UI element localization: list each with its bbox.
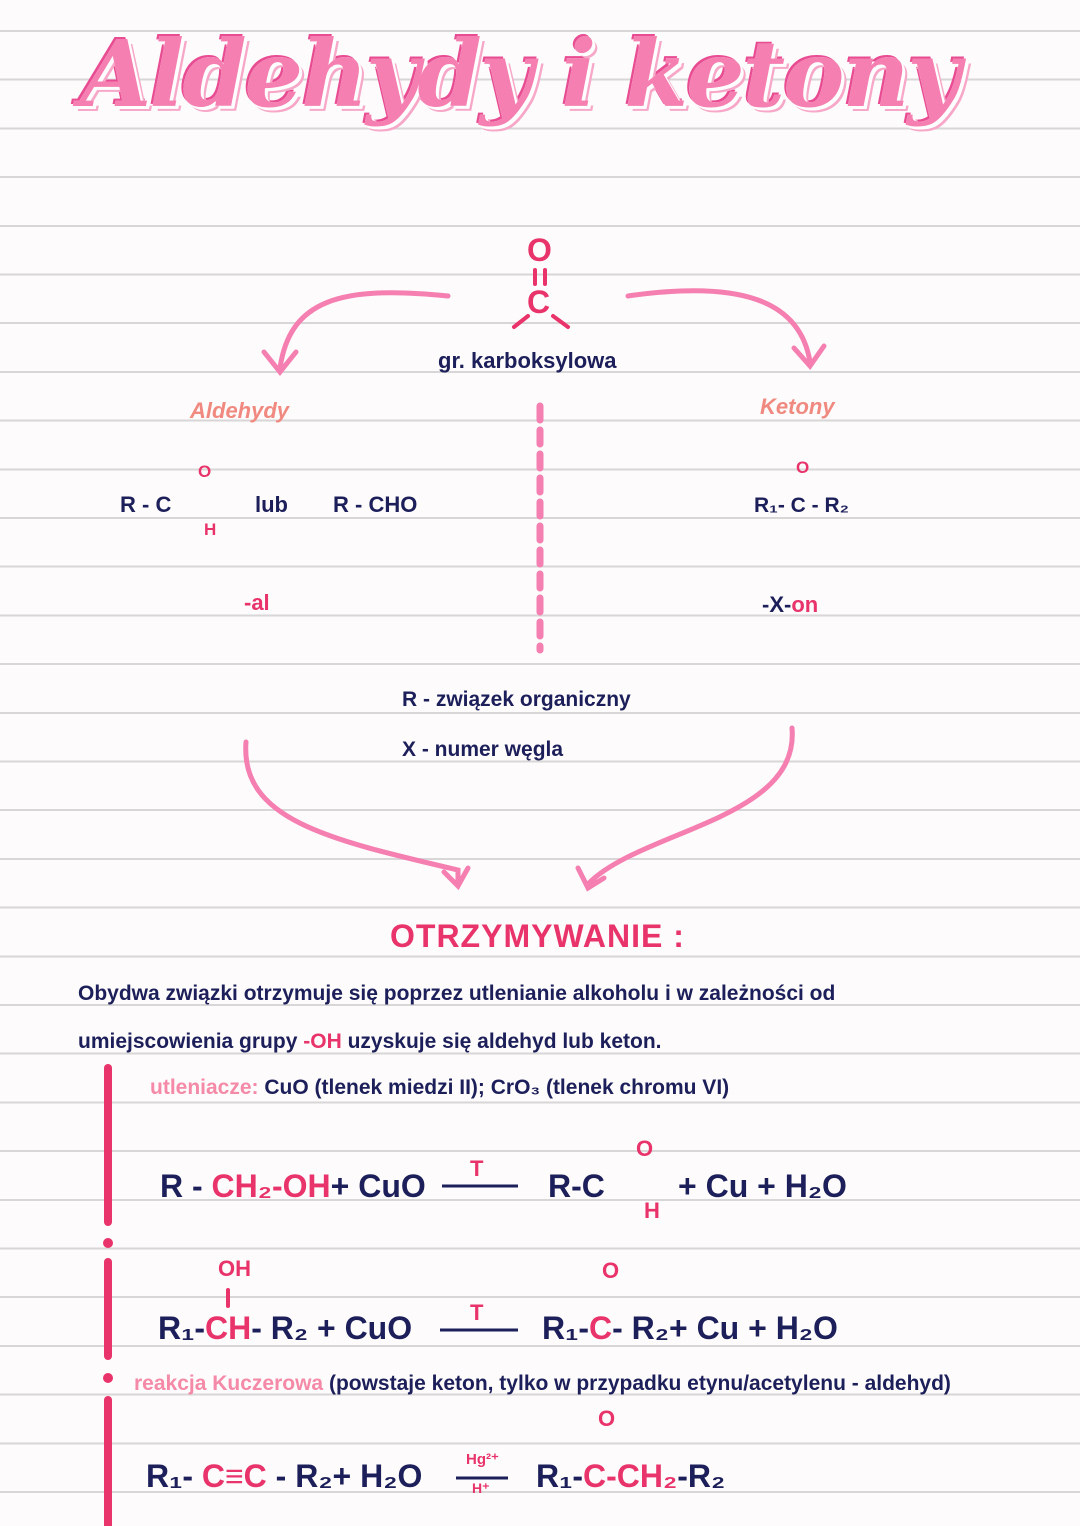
annotation-text: O [602,1258,620,1283]
aldehyde-formula: R - C [120,492,172,517]
intro-line-2: umiejscowienia grupy -OH uzyskuje się al… [78,1030,662,1054]
legend-r: R - związek organiczny [402,688,631,711]
formula-part: C≡C [201,1458,267,1494]
arrow-left-top [261,290,451,377]
annotation-text: R-C [548,1168,605,1205]
annotation-text: lub [255,492,288,517]
formula-part: - R₂+ H₂O [275,1458,423,1494]
carbonyl-label: gr. karboksylowa [438,348,617,373]
formula-part: C-CH₂ [583,1458,678,1494]
formula-part: R-C [548,1168,605,1204]
formula-part: -OH [303,1030,342,1053]
formula-part: on [791,592,819,617]
ketone-formula: R₁- C - R₂ [754,494,850,517]
intro-line-1: Obydwa związki otrzymuje się poprzez utl… [78,982,836,1005]
page-title: Aldehydy i ketony [80,20,961,128]
arrow-right-bottom [575,725,795,892]
formula-part: - R₂ + CuO [251,1310,413,1346]
annotation-text: H [644,1198,660,1223]
formula-part: (powstaje keton, tylko w przypadku etynu… [328,1372,951,1395]
reaction-1-lhs: R - CH₂-OH+ CuO [160,1168,426,1205]
formula-part: -X- [762,592,792,617]
formula-part: reakcja Kuczerowa [134,1372,324,1395]
carbonyl-carbon: C [527,284,551,320]
aldehydes-heading: Aldehydy [190,398,290,423]
formula-part: C [589,1310,613,1346]
kucherov-note: reakcja Kuczerowa (powstaje keton, tylko… [134,1372,951,1396]
formula-part: R₁- [158,1310,205,1346]
arrow-right-top [625,288,827,371]
annotation-text: O [796,458,810,477]
annotation-text: Hg²⁺ [466,1451,499,1468]
formula-part: utleniacze: [150,1076,259,1099]
formula-part: CH [205,1310,252,1346]
formula-part: R - [160,1168,203,1204]
formula-part: + CuO [330,1168,426,1204]
section-heading: OTRZYMYWANIE : [390,918,685,954]
formula-part: R₁- [146,1458,193,1494]
arrow-left-bottom [243,739,471,891]
reaction-2-product: R₁-C- R₂+ Cu + H₂O [542,1310,838,1347]
formula-part: CuO (tlenek miedzi II); CrO₃ (tlenek chr… [264,1076,730,1099]
reaction-3-product: R₁-C-CH₂-R₂ [536,1458,725,1495]
aldehyde-formula-short: R - CHO [333,492,418,517]
formula-part: umiejscowienia grupy [78,1030,298,1053]
reaction-3-lhs: R₁- C≡C - R₂+ H₂O [146,1458,422,1495]
annotation-text: H [204,520,217,539]
carbonyl-oxygen: O [527,232,552,268]
formula-part: - R₂+ Cu + H₂O [612,1310,838,1346]
formula-part: uzyskuje się aldehyd lub keton. [347,1030,662,1053]
annotation-text: -X-on [762,592,818,618]
formula-part: R₁- [542,1310,589,1346]
oxidizers: utleniacze: CuO (tlenek miedzi II); CrO₃… [150,1076,729,1100]
annotation-text: H⁺ [472,1480,490,1496]
ketones-heading: Ketony [760,394,835,419]
reaction-2-lhs: R₁-CH- R₂ + CuO [158,1310,412,1347]
formula-part: -R₂ [677,1458,726,1494]
annotation-text: O [598,1406,616,1431]
annotation-text: T [470,1156,484,1181]
legend-x: X - numer węgla [402,738,564,761]
annotation-text: O [636,1136,654,1161]
aldehyde-suffix: -al [244,590,270,615]
annotation-text: OH [218,1256,251,1281]
annotation-text: O [198,462,212,481]
annotation-text: + Cu + H₂O [678,1168,847,1204]
formula-part: R₁- [536,1458,583,1494]
formula-part: CH₂-OH [211,1168,331,1204]
annotation-text: T [470,1300,484,1325]
